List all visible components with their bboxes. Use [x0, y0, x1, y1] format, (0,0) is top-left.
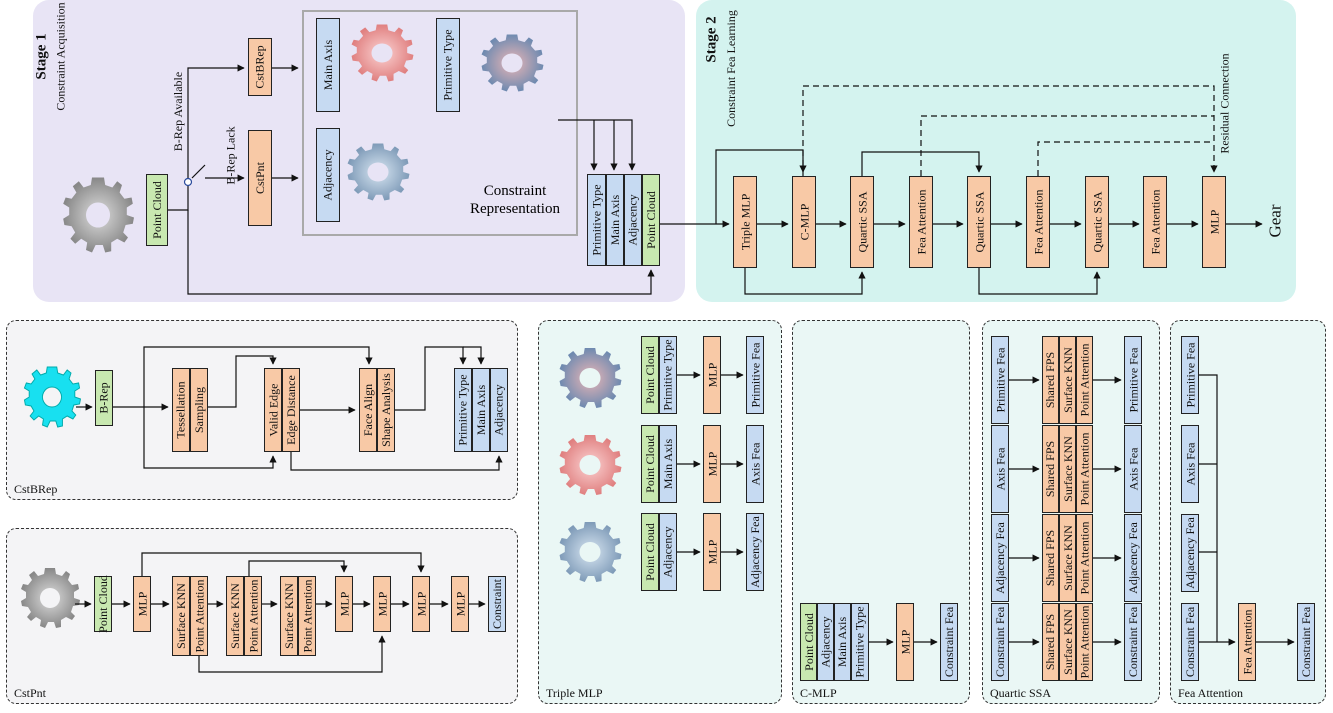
ssa-op-knn-2: Surface KNN: [1059, 425, 1076, 513]
fa-in-4: Constraint Fea: [1181, 603, 1199, 681]
cmlp-main-axis: Main Axis: [834, 603, 851, 681]
fa-in-3: Adjacency Fea: [1181, 514, 1199, 592]
cmlp-adjacency: Adjacency: [817, 603, 834, 681]
cmlp-point-cloud: Point Cloud: [800, 603, 817, 681]
ssa-op-knn-3: Surface KNN: [1059, 514, 1076, 602]
ssa-out-4: Constraint Fea: [1124, 603, 1142, 681]
triple-pc-2: Point Cloud: [641, 425, 659, 503]
cmlp-constraint-fea: Constraint Fea: [940, 603, 958, 681]
triple-mlp-2: MLP: [703, 425, 721, 503]
triple-pc-3: Point Cloud: [641, 513, 659, 591]
ssa-in-3: Adjacency Fea: [991, 514, 1009, 602]
gear-icon: [559, 348, 622, 408]
ssa-op-attn-4: Point Attention: [1076, 603, 1093, 681]
cmlp-primitive-type: Primitive Type: [851, 603, 869, 681]
triple-pc-1: Point Cloud: [641, 336, 659, 414]
gear-icon: [63, 177, 134, 253]
cstbrep-box: CstBRep: [248, 38, 272, 96]
gear-icon: [347, 143, 410, 201]
cstbrep-panel-label: CstBRep: [14, 482, 58, 496]
fa-in-1: Primitive Fea: [1181, 336, 1199, 414]
fea-attention-box-2: Fea Attention: [1026, 176, 1050, 268]
brep-box: B-Rep: [95, 370, 113, 426]
ssa-out-2: Axis Fea: [1124, 425, 1142, 513]
ssa-in-1: Primitive Fea: [991, 336, 1009, 424]
triple-out-2: Axis Fea: [746, 425, 764, 503]
main-axis-box: Main Axis: [316, 18, 340, 112]
gear-icon: [351, 24, 414, 82]
gear-icon: [559, 435, 622, 495]
ssa-out-1: Primitive Fea: [1124, 336, 1142, 424]
ssa-op-knn-4: Surface KNN: [1059, 603, 1076, 681]
ssa-op-knn-1: Surface KNN: [1059, 336, 1076, 424]
cstpnt-mlp-3: MLP: [373, 576, 391, 632]
cstpnt-constraint: Constraint: [488, 576, 506, 632]
gear-icon: [23, 366, 82, 428]
triple-out-3: Adjacency Fea: [746, 513, 764, 591]
fa-attention: Fea Attention: [1238, 603, 1256, 681]
ssa-op-attn-1: Point Attention: [1076, 336, 1093, 424]
adjacency-box: Adjacency: [316, 128, 340, 222]
quartic-ssa-box-2: Quartic SSA: [967, 176, 991, 268]
triple-mlp-panel-label: Triple MLP: [546, 686, 603, 700]
cmlp-mlp: MLP: [896, 603, 914, 681]
quartic-ssa-box-3: Quartic SSA: [1085, 176, 1109, 268]
fa-out: Constraint Fea: [1297, 603, 1315, 681]
brep-adjacency-box: Adjacency: [490, 368, 508, 452]
cstpnt-mlp-1: MLP: [133, 576, 151, 632]
triple-in-2: Main Axis: [659, 425, 677, 503]
primitive-type-box: Primitive Type: [436, 18, 460, 112]
point-cloud-input: Point Cloud: [146, 174, 168, 246]
ssa-op-fps-3: Shared FPS: [1042, 514, 1059, 602]
ssa-op-fps-2: Shared FPS: [1042, 425, 1059, 513]
triple-in-1: Primitive Type: [659, 336, 677, 414]
cstpnt-mlp-2: MLP: [335, 576, 353, 632]
fea-attention-panel-label: Fea Attention: [1178, 686, 1243, 700]
gear-icon: [21, 568, 80, 628]
fa-in-2: Axis Fea: [1181, 425, 1199, 503]
triple-mlp-3: MLP: [703, 513, 721, 591]
gear-icon: [481, 34, 544, 92]
fea-attention-box-1: Fea Attention: [909, 176, 933, 268]
triple-mlp-1: MLP: [703, 336, 721, 414]
ssa-op-fps-4: Shared FPS: [1042, 603, 1059, 681]
gear-icon: [559, 522, 622, 582]
triple-out-1: Primitive Fea: [746, 336, 764, 414]
fea-attention-box-3: Fea Attention: [1143, 176, 1167, 268]
shape-analysis-box: Shape Analysis: [377, 368, 395, 452]
ssa-op-attn-3: Point Attention: [1076, 514, 1093, 602]
brep-main-axis-box: Main Axis: [472, 368, 490, 452]
quartic-ssa-panel-label: Quartic SSA: [990, 686, 1051, 700]
cstpnt-mlp-4: MLP: [412, 576, 430, 632]
ssa-in-4: Constraint Fea: [991, 603, 1009, 681]
ssa-op-attn-2: Point Attention: [1076, 425, 1093, 513]
cmlp-panel-label: C-MLP: [800, 686, 837, 700]
ssa-in-2: Axis Fea: [991, 425, 1009, 513]
ssa-out-3: Adjacency Fea: [1124, 514, 1142, 602]
triple-in-3: Adjacency: [659, 513, 677, 591]
cstpnt-sk-1: Surface KNN: [172, 576, 190, 656]
quartic-ssa-box-1: Quartic SSA: [850, 176, 874, 268]
cstpnt-panel-label: CstPnt: [14, 686, 47, 700]
ssa-op-fps-1: Shared FPS: [1042, 336, 1059, 424]
cstpnt-mlp-5: MLP: [451, 576, 469, 632]
final-mlp-box: MLP: [1202, 176, 1226, 268]
cstpnt-point-cloud: Point Cloud: [94, 575, 112, 633]
